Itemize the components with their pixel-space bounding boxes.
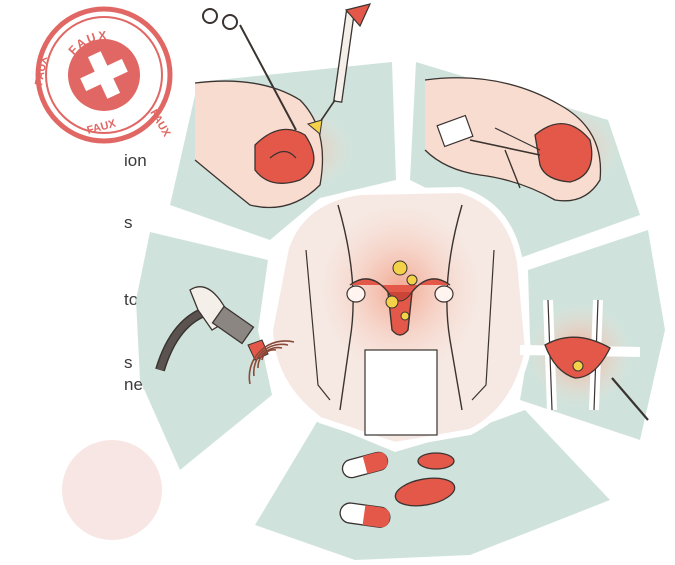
stamp-word-bottom: FAUX	[86, 118, 118, 137]
faux-stamp: FAUX FAUX FAUX FAUX	[33, 9, 173, 141]
stamp-word-left: FAUX	[33, 55, 50, 87]
pink-circle-decoration	[62, 440, 162, 540]
